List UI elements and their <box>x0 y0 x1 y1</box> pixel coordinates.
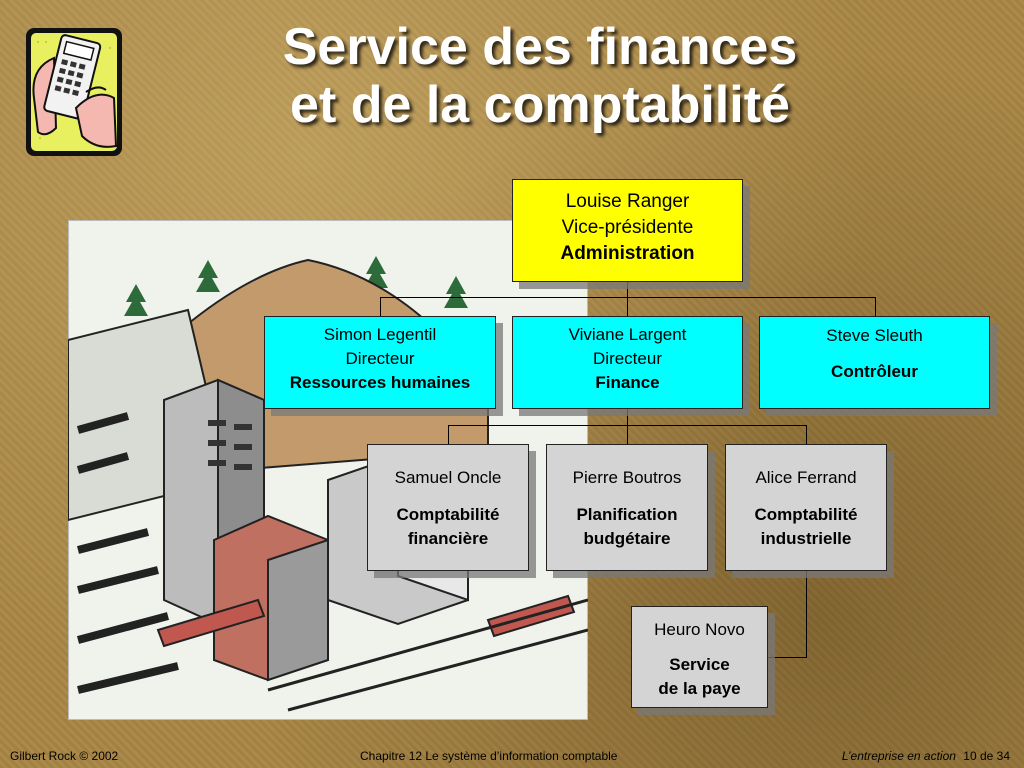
connector-staff1 <box>448 425 449 444</box>
page-title: Service des finances et de la comptabili… <box>160 18 920 134</box>
connector-ferrand-down <box>806 571 807 657</box>
director-role: Directeur <box>345 349 415 368</box>
footer-author: Gilbert Rock © 2002 <box>10 749 119 763</box>
org-box-staff-financial-accounting: Samuel Oncle Comptabilité financière <box>367 444 529 571</box>
controller-name: Steve Sleuth <box>826 326 923 345</box>
controller-dept: Contrôleur <box>831 362 918 381</box>
staff-dept: Planification budgétaire <box>576 505 678 548</box>
payroll-dept-line2: de la paye <box>658 679 741 698</box>
connector-staff2 <box>627 425 628 444</box>
connector-payroll <box>768 657 807 658</box>
staff-name: Pierre Boutros <box>572 468 682 487</box>
staff-name: Alice Ferrand <box>755 468 857 487</box>
org-box-controller: Steve Sleuth Contrôleur <box>759 316 990 409</box>
org-box-staff-budget-planning: Pierre Boutros Planification budgétaire <box>546 444 708 571</box>
connector-dir3 <box>875 297 876 316</box>
footer-chapter: Chapitre 12 Le système d’information com… <box>360 749 618 763</box>
staff-dept: Comptabilité industrielle <box>754 505 858 548</box>
footer-page: 10 de 34 <box>963 749 1010 763</box>
director-name: Simon Legentil <box>323 325 437 344</box>
org-box-director-hr: Simon Legentil Directeur Ressources huma… <box>264 316 496 409</box>
connector-dir1 <box>380 297 381 316</box>
calculator-hand-icon <box>26 28 122 156</box>
org-box-director-finance: Viviane Largent Directeur Finance <box>512 316 743 409</box>
connector-finance-down <box>627 409 628 425</box>
org-box-staff-cost-accounting: Alice Ferrand Comptabilité industrielle <box>725 444 887 571</box>
title-line-1: Service des finances <box>282 18 798 76</box>
director-dept: Ressources humaines <box>289 373 471 392</box>
title-line-2: et de la comptabilité <box>290 76 790 134</box>
director-role: Directeur <box>593 349 662 368</box>
footer-book-page: L’entreprise en action 10 de 34 <box>842 749 1010 763</box>
vp-role: Vice-présidente <box>561 217 694 238</box>
connector-vp-down <box>627 282 628 297</box>
vp-name: Louise Ranger <box>565 191 690 212</box>
connector-dir2 <box>627 297 628 316</box>
connector-staff3 <box>806 425 807 444</box>
footer-book: L’entreprise en action <box>841 749 956 763</box>
payroll-dept-line1: Service <box>669 655 730 674</box>
staff-name: Samuel Oncle <box>394 468 502 487</box>
director-dept: Finance <box>595 373 660 392</box>
payroll-name: Heuro Novo <box>654 620 745 639</box>
org-box-vp: Louise Ranger Vice-présidente Administra… <box>512 179 743 282</box>
director-name: Viviane Largent <box>568 325 687 344</box>
org-box-payroll: Heuro Novo Service de la paye <box>631 606 768 708</box>
staff-dept: Comptabilité financière <box>396 505 500 548</box>
vp-dept: Administration <box>560 243 695 264</box>
